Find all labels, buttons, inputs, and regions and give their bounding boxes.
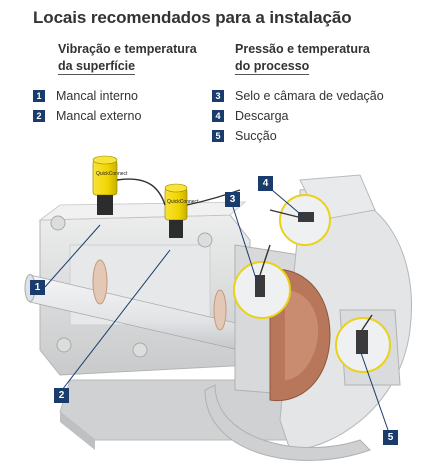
sensor-brand-text: QuickConnect bbox=[96, 171, 128, 177]
leader-line-3 bbox=[232, 206, 259, 286]
pump-illustration: QuickConnect QuickConnect bbox=[24, 155, 412, 461]
callout-1: 1 bbox=[30, 280, 45, 295]
leader-line-4 bbox=[271, 189, 306, 219]
legend-item-seal-chamber: 3 Selo e câmara de vedação bbox=[212, 89, 384, 103]
heading-process-pressure: Pressão e temperatura do processo bbox=[235, 41, 370, 75]
volute-flange bbox=[204, 384, 371, 461]
sensor-cable bbox=[269, 209, 299, 218]
legend-label: Mancal externo bbox=[56, 109, 142, 123]
legend-item-discharge: 4 Descarga bbox=[212, 109, 289, 123]
sensor-cable bbox=[116, 178, 166, 206]
legend-label: Mancal interno bbox=[56, 89, 138, 103]
legend-number-badge: 5 bbox=[212, 130, 224, 142]
leader-line-1 bbox=[44, 224, 101, 288]
sensor-brand-text: QuickConnect bbox=[167, 199, 199, 205]
callout-4: 4 bbox=[258, 176, 273, 191]
sensor-cable bbox=[186, 189, 241, 206]
legend-item-inner-bearing: 1 Mancal interno bbox=[33, 89, 138, 103]
legend-number-badge: 2 bbox=[33, 110, 45, 122]
vibration-sensor-inner: QuickConnect bbox=[92, 155, 128, 215]
callout-2: 2 bbox=[54, 388, 69, 403]
page-title: Locais recomendados para a instalação bbox=[33, 8, 352, 27]
frame-bolt bbox=[50, 215, 66, 231]
heading-line: do processo bbox=[235, 59, 310, 75]
vibration-sensor-outer: QuickConnect bbox=[164, 183, 199, 238]
pump-diagram: QuickConnect QuickConnect 1 2 3 4 5 bbox=[0, 150, 426, 470]
heading-line: da superfície bbox=[58, 59, 136, 75]
legend-number-badge: 4 bbox=[212, 110, 224, 122]
pump-base-front bbox=[60, 412, 95, 450]
heading-line: Pressão e temperatura bbox=[235, 42, 370, 56]
callout-5: 5 bbox=[383, 430, 398, 445]
frame-bolt bbox=[197, 232, 213, 248]
heading-line: Vibração e temperatura bbox=[58, 42, 197, 56]
legend-number-badge: 1 bbox=[33, 90, 45, 102]
frame-bolt bbox=[56, 337, 72, 353]
legend-number-badge: 3 bbox=[212, 90, 224, 102]
sensor-cable bbox=[259, 244, 271, 276]
leader-line-2 bbox=[61, 249, 171, 391]
seal-pressure-sensor bbox=[255, 275, 265, 297]
legend-item-suction: 5 Sucção bbox=[212, 129, 277, 143]
legend-label: Selo e câmara de vedação bbox=[235, 89, 384, 103]
sensor-cable bbox=[361, 314, 373, 331]
leader-line-5 bbox=[359, 349, 389, 431]
suction-pressure-sensor bbox=[356, 330, 368, 354]
frame-bolt bbox=[132, 342, 148, 358]
legend-label: Sucção bbox=[235, 129, 277, 143]
legend-item-outer-bearing: 2 Mancal externo bbox=[33, 109, 141, 123]
impeller-inner bbox=[285, 290, 319, 380]
inner-bearing-ring bbox=[92, 259, 108, 305]
legend-label: Descarga bbox=[235, 109, 289, 123]
heading-surface-vibration: Vibração e temperatura da superfície bbox=[58, 41, 197, 75]
callout-3: 3 bbox=[225, 192, 240, 207]
discharge-pressure-sensor bbox=[298, 212, 314, 222]
outer-bearing-ring bbox=[213, 289, 227, 331]
